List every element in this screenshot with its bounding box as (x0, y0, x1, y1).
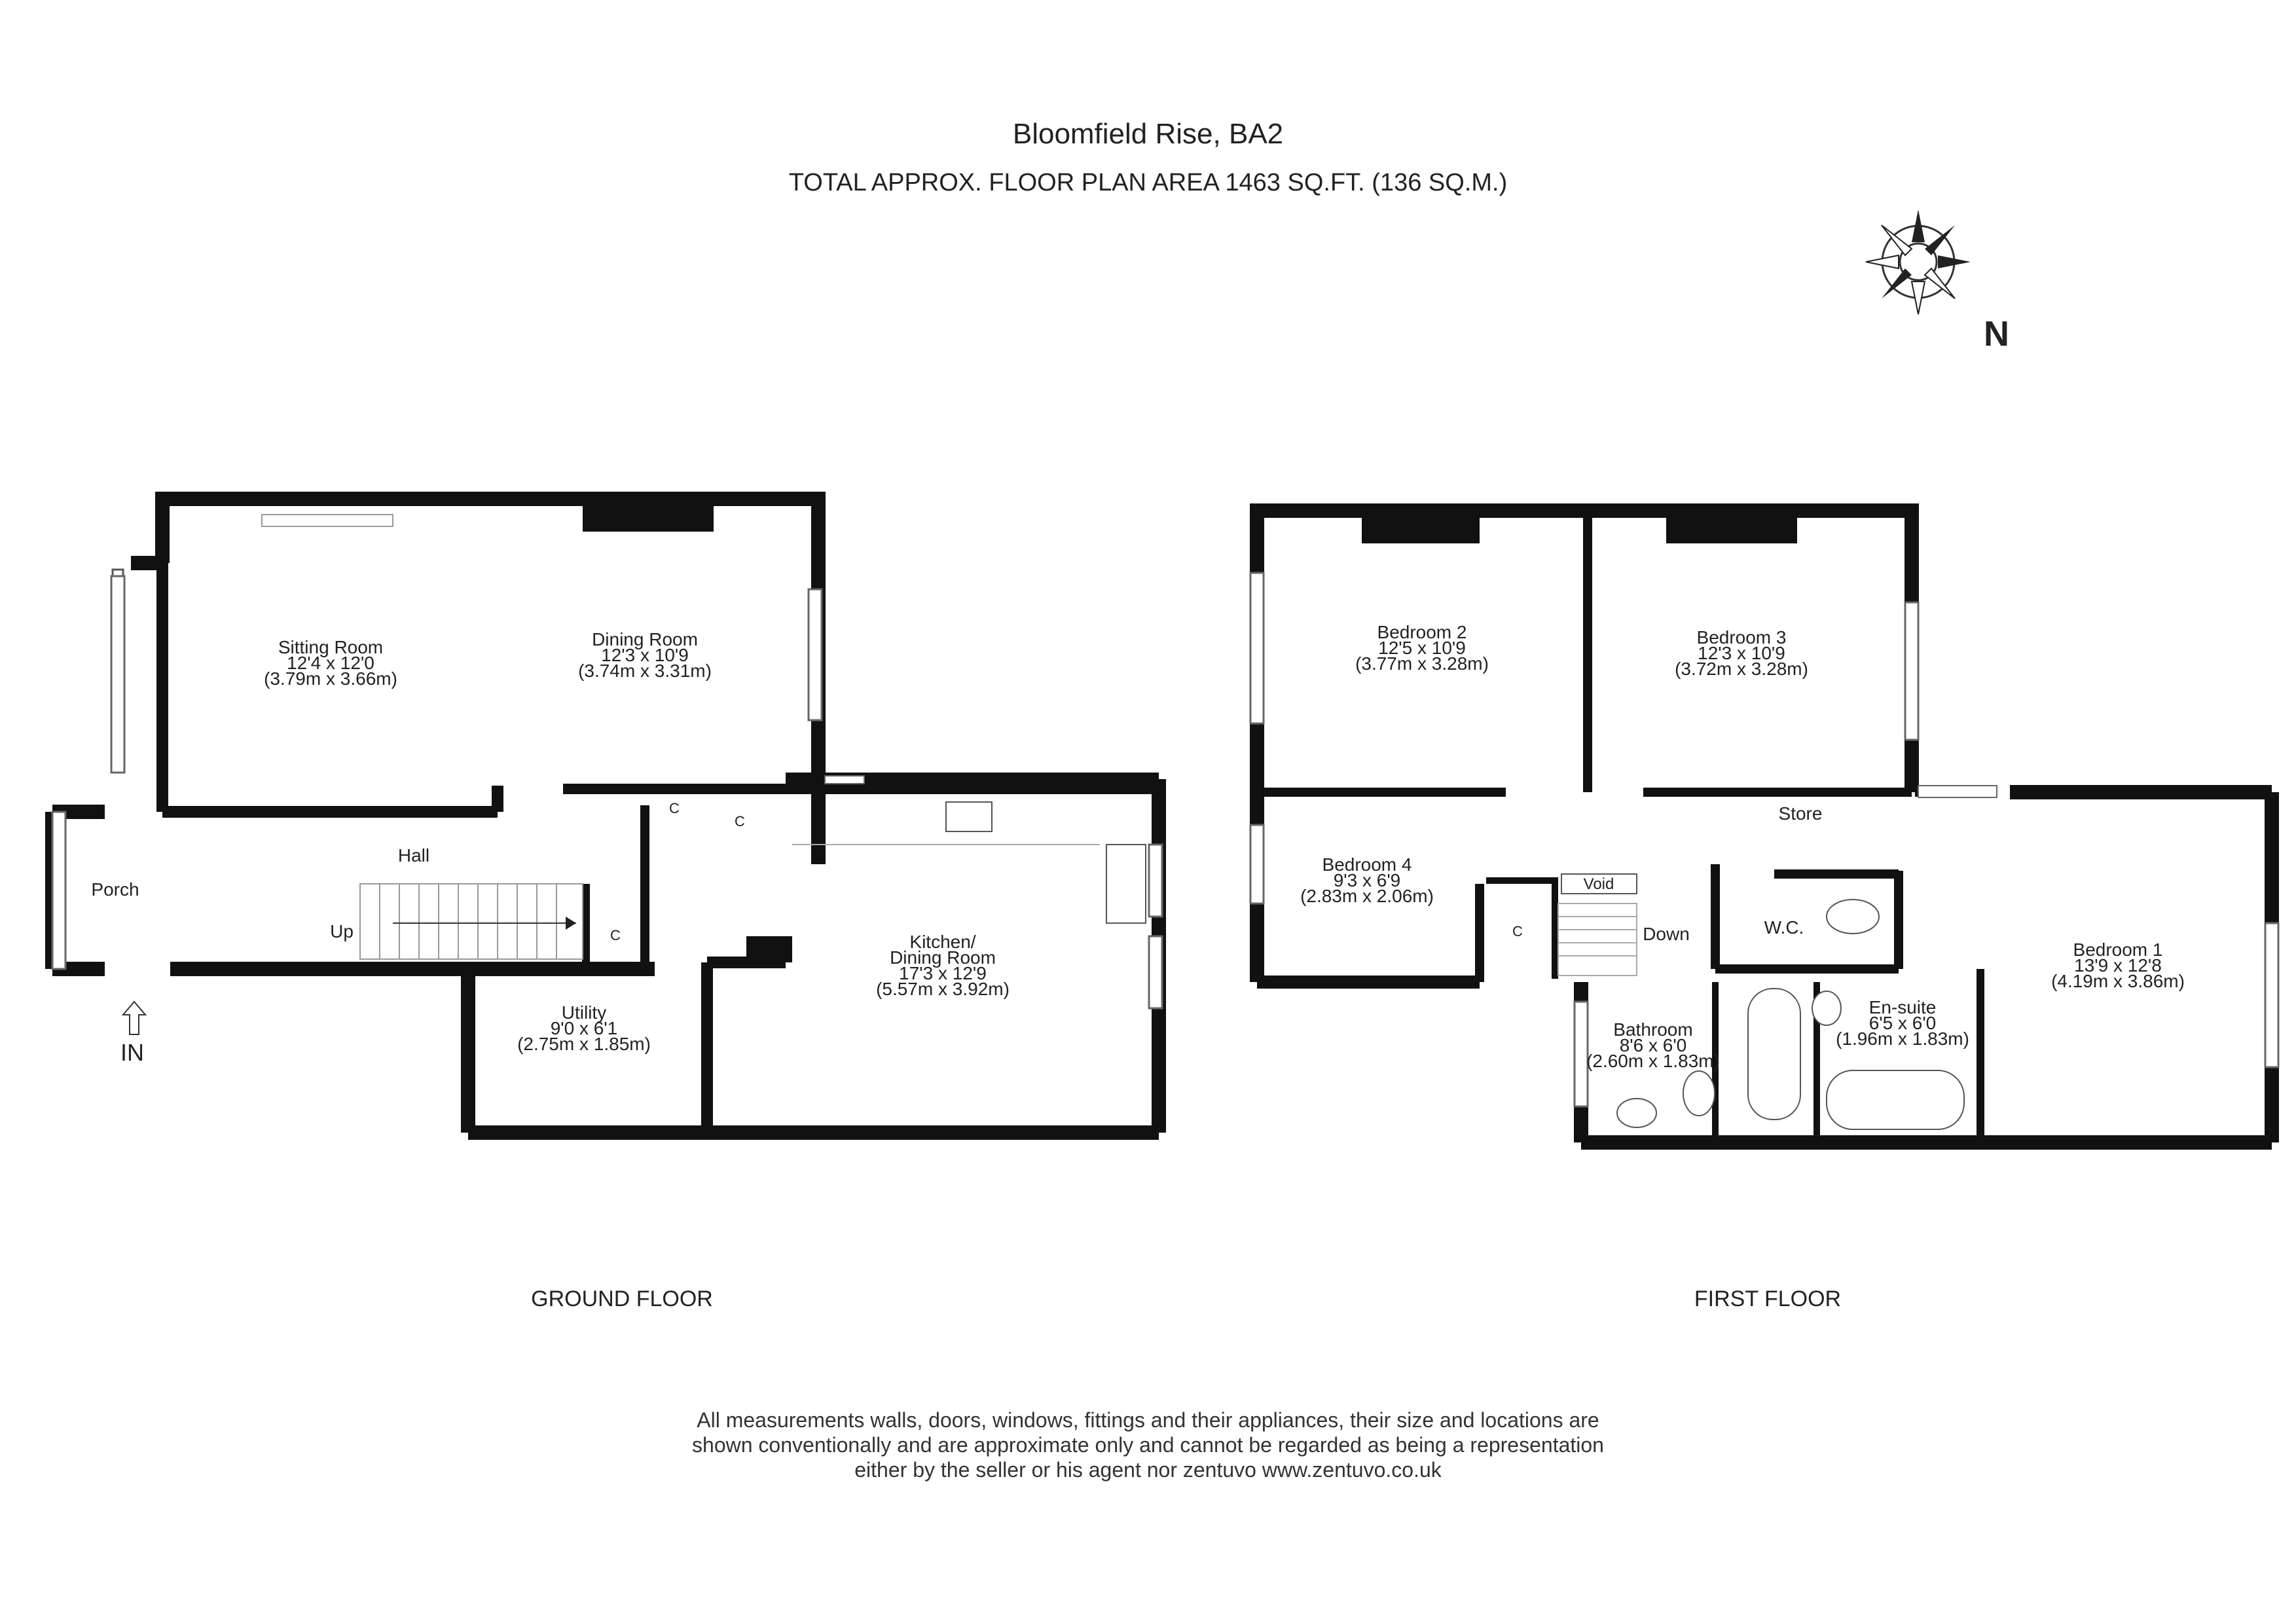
cupboard-label: C (735, 813, 745, 830)
room-bedroom-1-name: Bedroom 1 (2073, 939, 2163, 960)
room-utility-metric: (2.75m x 1.85m) (517, 1034, 651, 1054)
room-dining-room-name: Dining Room (592, 629, 698, 649)
cupboard-label: C (1512, 923, 1523, 939)
disclaimer-line: All measurements walls, doors, windows, … (697, 1408, 1599, 1432)
room-bedroom-4-imperial: 9'3 x 6'9 (1334, 870, 1401, 890)
room-bedroom-2-imperial: 12'5 x 10'9 (1378, 638, 1466, 658)
room-bedroom-1-imperial: 13'9 x 12'8 (2074, 955, 2162, 976)
room-wc-name: W.C. (1764, 917, 1804, 938)
room-hall-name: Hall (398, 845, 429, 866)
room-sitting-room-metric: (3.79m x 3.66m) (264, 668, 397, 689)
room-dining-room-imperial: 12'3 x 10'9 (601, 645, 689, 665)
first-floor-label: FIRST FLOOR (1694, 1286, 1841, 1311)
room-en-suite-imperial: 6'5 x 6'0 (1869, 1013, 1937, 1033)
room-bedroom-3-metric: (3.72m x 3.28m) (1675, 659, 1808, 679)
room-bathroom-metric: (2.60m x 1.83m) (1586, 1051, 1720, 1071)
compass-north-label: N (1984, 314, 2009, 354)
room-bedroom-1-metric: (4.19m x 3.86m) (2051, 971, 2185, 991)
first-floor-plan (1249, 503, 2280, 1150)
room-kitchen-metric: (5.57m x 3.92m) (876, 979, 1010, 999)
room-utility-name: Utility (562, 1002, 606, 1023)
room-kitchen-name-2: Dining Room (890, 947, 996, 968)
room-bedroom-3-name: Bedroom 3 (1697, 627, 1787, 647)
room-porch-name: Porch (91, 879, 139, 900)
entrance-label: IN (120, 1039, 144, 1066)
compass-icon (1865, 210, 1971, 315)
room-utility-imperial: 9'0 x 6'1 (551, 1018, 618, 1038)
stair-down-label: Down (1643, 924, 1690, 944)
disclaimer-line: either by the seller or his agent nor ze… (854, 1458, 1442, 1482)
room-sitting-room-name: Sitting Room (278, 637, 383, 657)
room-bathroom-name: Bathroom (1613, 1019, 1692, 1040)
room-en-suite-metric: (1.96m x 1.83m) (1836, 1029, 1969, 1049)
cupboard-label: C (610, 927, 621, 943)
room-kitchen-name: Kitchen/ (909, 932, 975, 952)
ground-floor-plan (45, 492, 1166, 1140)
cupboard-label: C (669, 800, 680, 816)
room-en-suite-name: En-suite (1869, 997, 1937, 1017)
room-dining-room-metric: (3.74m x 3.31m) (578, 661, 712, 681)
plan-title: Bloomfield Rise, BA2 (1012, 118, 1284, 150)
room-bedroom-2-name: Bedroom 2 (1377, 622, 1467, 642)
void-label: Void (1584, 875, 1614, 893)
room-bedroom-4-metric: (2.83m x 2.06m) (1300, 886, 1434, 906)
disclaimer-line: shown conventionally and are approximate… (692, 1433, 1604, 1457)
room-bathroom-imperial: 8'6 x 6'0 (1620, 1035, 1687, 1055)
stair-up-label: Up (330, 921, 354, 941)
room-bedroom-4-name: Bedroom 4 (1322, 854, 1412, 875)
disclaimer: All measurements walls, doors, windows, … (0, 1408, 2296, 1482)
room-bedroom-2-metric: (3.77m x 3.28m) (1355, 653, 1489, 674)
room-kitchen-imperial: 17'3 x 12'9 (899, 963, 987, 983)
room-store-name: Store (1779, 803, 1823, 824)
room-sitting-room-imperial: 12'4 x 12'0 (287, 653, 374, 673)
ground-floor-label: GROUND FLOOR (531, 1286, 713, 1311)
plan-subtitle: TOTAL APPROX. FLOOR PLAN AREA 1463 SQ.FT… (788, 169, 1508, 196)
room-bedroom-3-imperial: 12'3 x 10'9 (1698, 643, 1785, 663)
